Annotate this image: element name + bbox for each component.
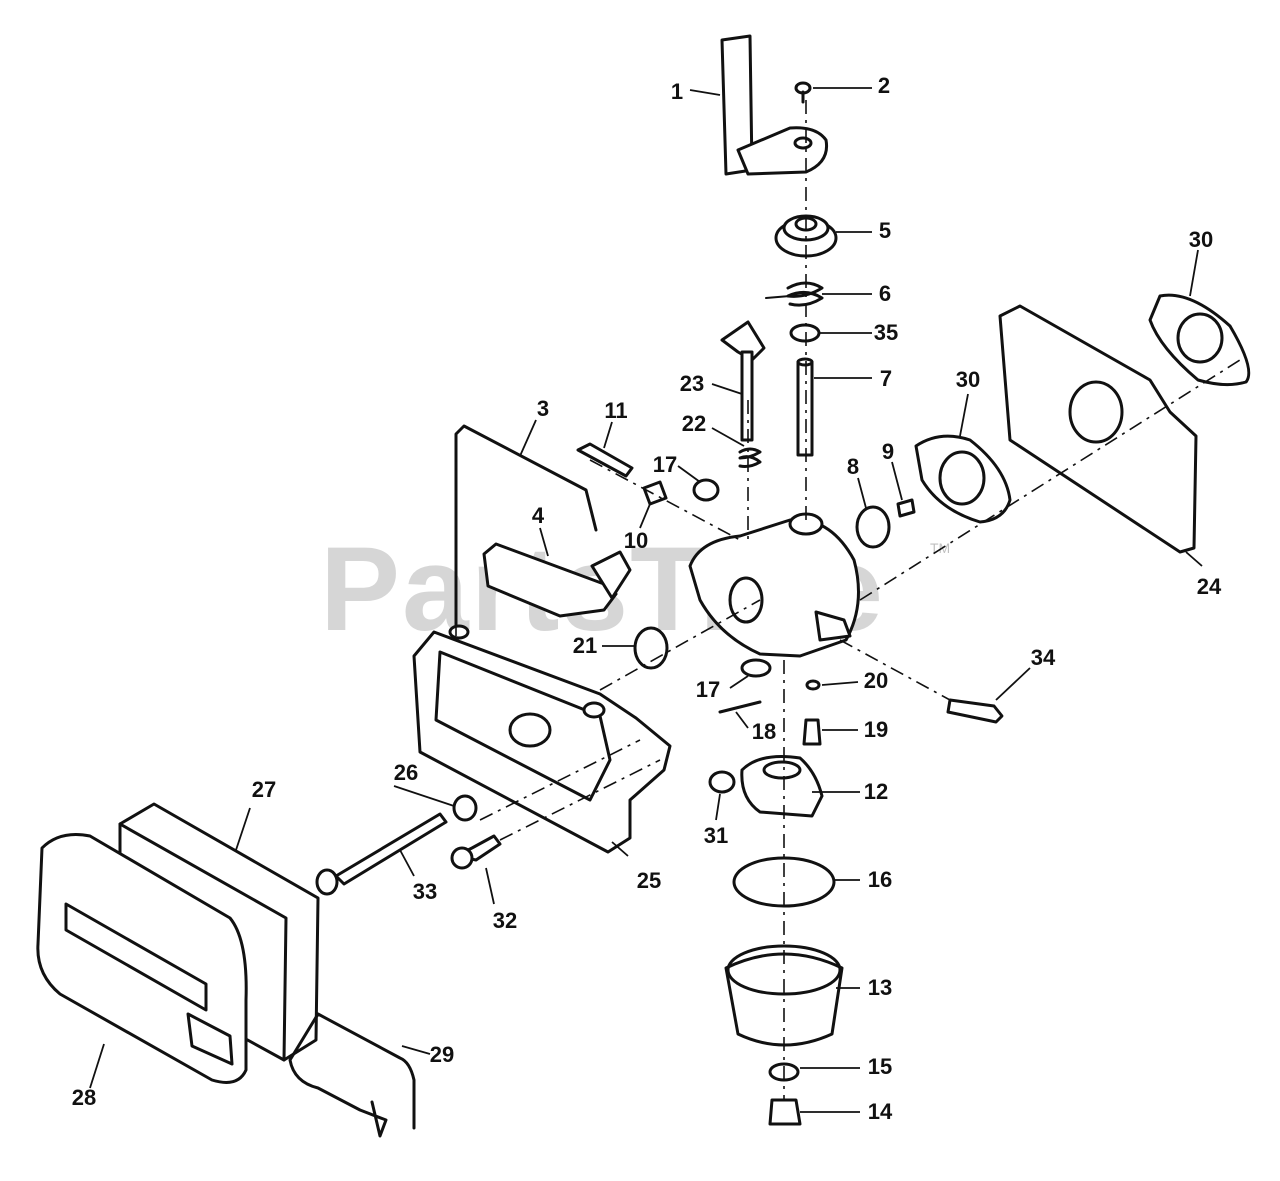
part-1-choke-lever	[720, 34, 829, 176]
part-label-33[interactable]: 33	[412, 879, 438, 904]
part-19-needle	[802, 718, 822, 746]
part-20-seat	[805, 679, 821, 691]
part-label-7[interactable]: 7	[879, 366, 893, 391]
part-label-9[interactable]: 9	[881, 439, 895, 464]
part-label-21[interactable]: 21	[572, 633, 598, 658]
part-29-clip	[288, 1012, 416, 1138]
part-25-air-cleaner-base	[412, 624, 672, 854]
part-label-6[interactable]: 6	[878, 281, 892, 306]
part-22-spring	[738, 447, 762, 468]
part-4-bracket	[482, 542, 632, 618]
part-12-float	[740, 755, 824, 818]
part-label-32[interactable]: 32	[492, 908, 518, 933]
part-14-bolt	[768, 1098, 802, 1126]
part-label-11[interactable]: 11	[604, 398, 628, 423]
part-label-5[interactable]: 5	[878, 218, 892, 243]
part-28-cover	[36, 833, 248, 1084]
part-24-shield	[998, 304, 1198, 554]
part-2-screw	[794, 81, 812, 104]
part-label-25[interactable]: 25	[636, 868, 662, 893]
alignment-lines	[455, 100, 1241, 1100]
part-label-26[interactable]: 26	[393, 760, 419, 785]
part-label-17-upper[interactable]: 17	[652, 452, 678, 477]
part-label-12[interactable]: 12	[863, 779, 889, 804]
part-33-long-bolt	[315, 812, 448, 896]
part-label-28[interactable]: 28	[71, 1085, 97, 1110]
part-label-19[interactable]: 19	[863, 717, 889, 742]
part-11-screw	[576, 442, 634, 478]
part-8-throttle-plate	[855, 505, 891, 549]
part-32-bolt	[450, 834, 502, 870]
part-label-14[interactable]: 14	[867, 1099, 893, 1124]
part-3-rod	[454, 424, 598, 638]
part-9-screw	[896, 498, 916, 518]
part-17-plug-lower	[740, 658, 772, 678]
leader-lines	[89, 87, 1203, 1113]
part-label-20[interactable]: 20	[863, 668, 889, 693]
part-label-22[interactable]: 22	[681, 411, 707, 436]
part-label-30-upper[interactable]: 30	[1188, 227, 1214, 252]
part-label-13[interactable]: 13	[867, 975, 893, 1000]
part-23-choke-shaft	[720, 320, 766, 442]
part-label-15[interactable]: 15	[867, 1054, 893, 1079]
part-label-29[interactable]: 29	[429, 1042, 455, 1067]
part-10-spring	[642, 480, 668, 506]
part-30-gasket-lower	[914, 434, 1012, 524]
part-label-31[interactable]: 31	[703, 823, 729, 848]
part-label-34[interactable]: 34	[1030, 645, 1056, 670]
part-26-bushing	[452, 794, 478, 822]
part-label-8[interactable]: 8	[846, 454, 860, 479]
part-30-gasket-upper	[1148, 293, 1251, 387]
part-35-washer	[789, 323, 821, 343]
part-label-18[interactable]: 18	[751, 719, 777, 744]
part-label-23[interactable]: 23	[679, 371, 705, 396]
part-label-3[interactable]: 3	[536, 396, 550, 421]
part-label-2[interactable]: 2	[877, 73, 891, 98]
part-label-1[interactable]: 1	[670, 79, 684, 104]
part-label-30-lower[interactable]: 30	[955, 367, 981, 392]
part-label-17-lower[interactable]: 17	[695, 677, 721, 702]
part-21-plate	[633, 626, 669, 670]
part-label-16[interactable]: 16	[867, 867, 893, 892]
part-label-24[interactable]: 24	[1196, 574, 1222, 599]
part-7-shaft	[796, 357, 814, 457]
part-31-nut	[708, 770, 736, 794]
part-18-pin	[718, 700, 762, 714]
part-17-plug-upper	[692, 478, 720, 502]
part-label-27[interactable]: 27	[251, 777, 277, 802]
part-label-10[interactable]: 10	[623, 528, 649, 553]
part-label-4[interactable]: 4	[531, 503, 545, 528]
part-6-spring	[765, 281, 824, 307]
part-34-screw	[946, 698, 1004, 724]
part-label-35[interactable]: 35	[873, 320, 899, 345]
carburetor-body	[688, 512, 860, 658]
